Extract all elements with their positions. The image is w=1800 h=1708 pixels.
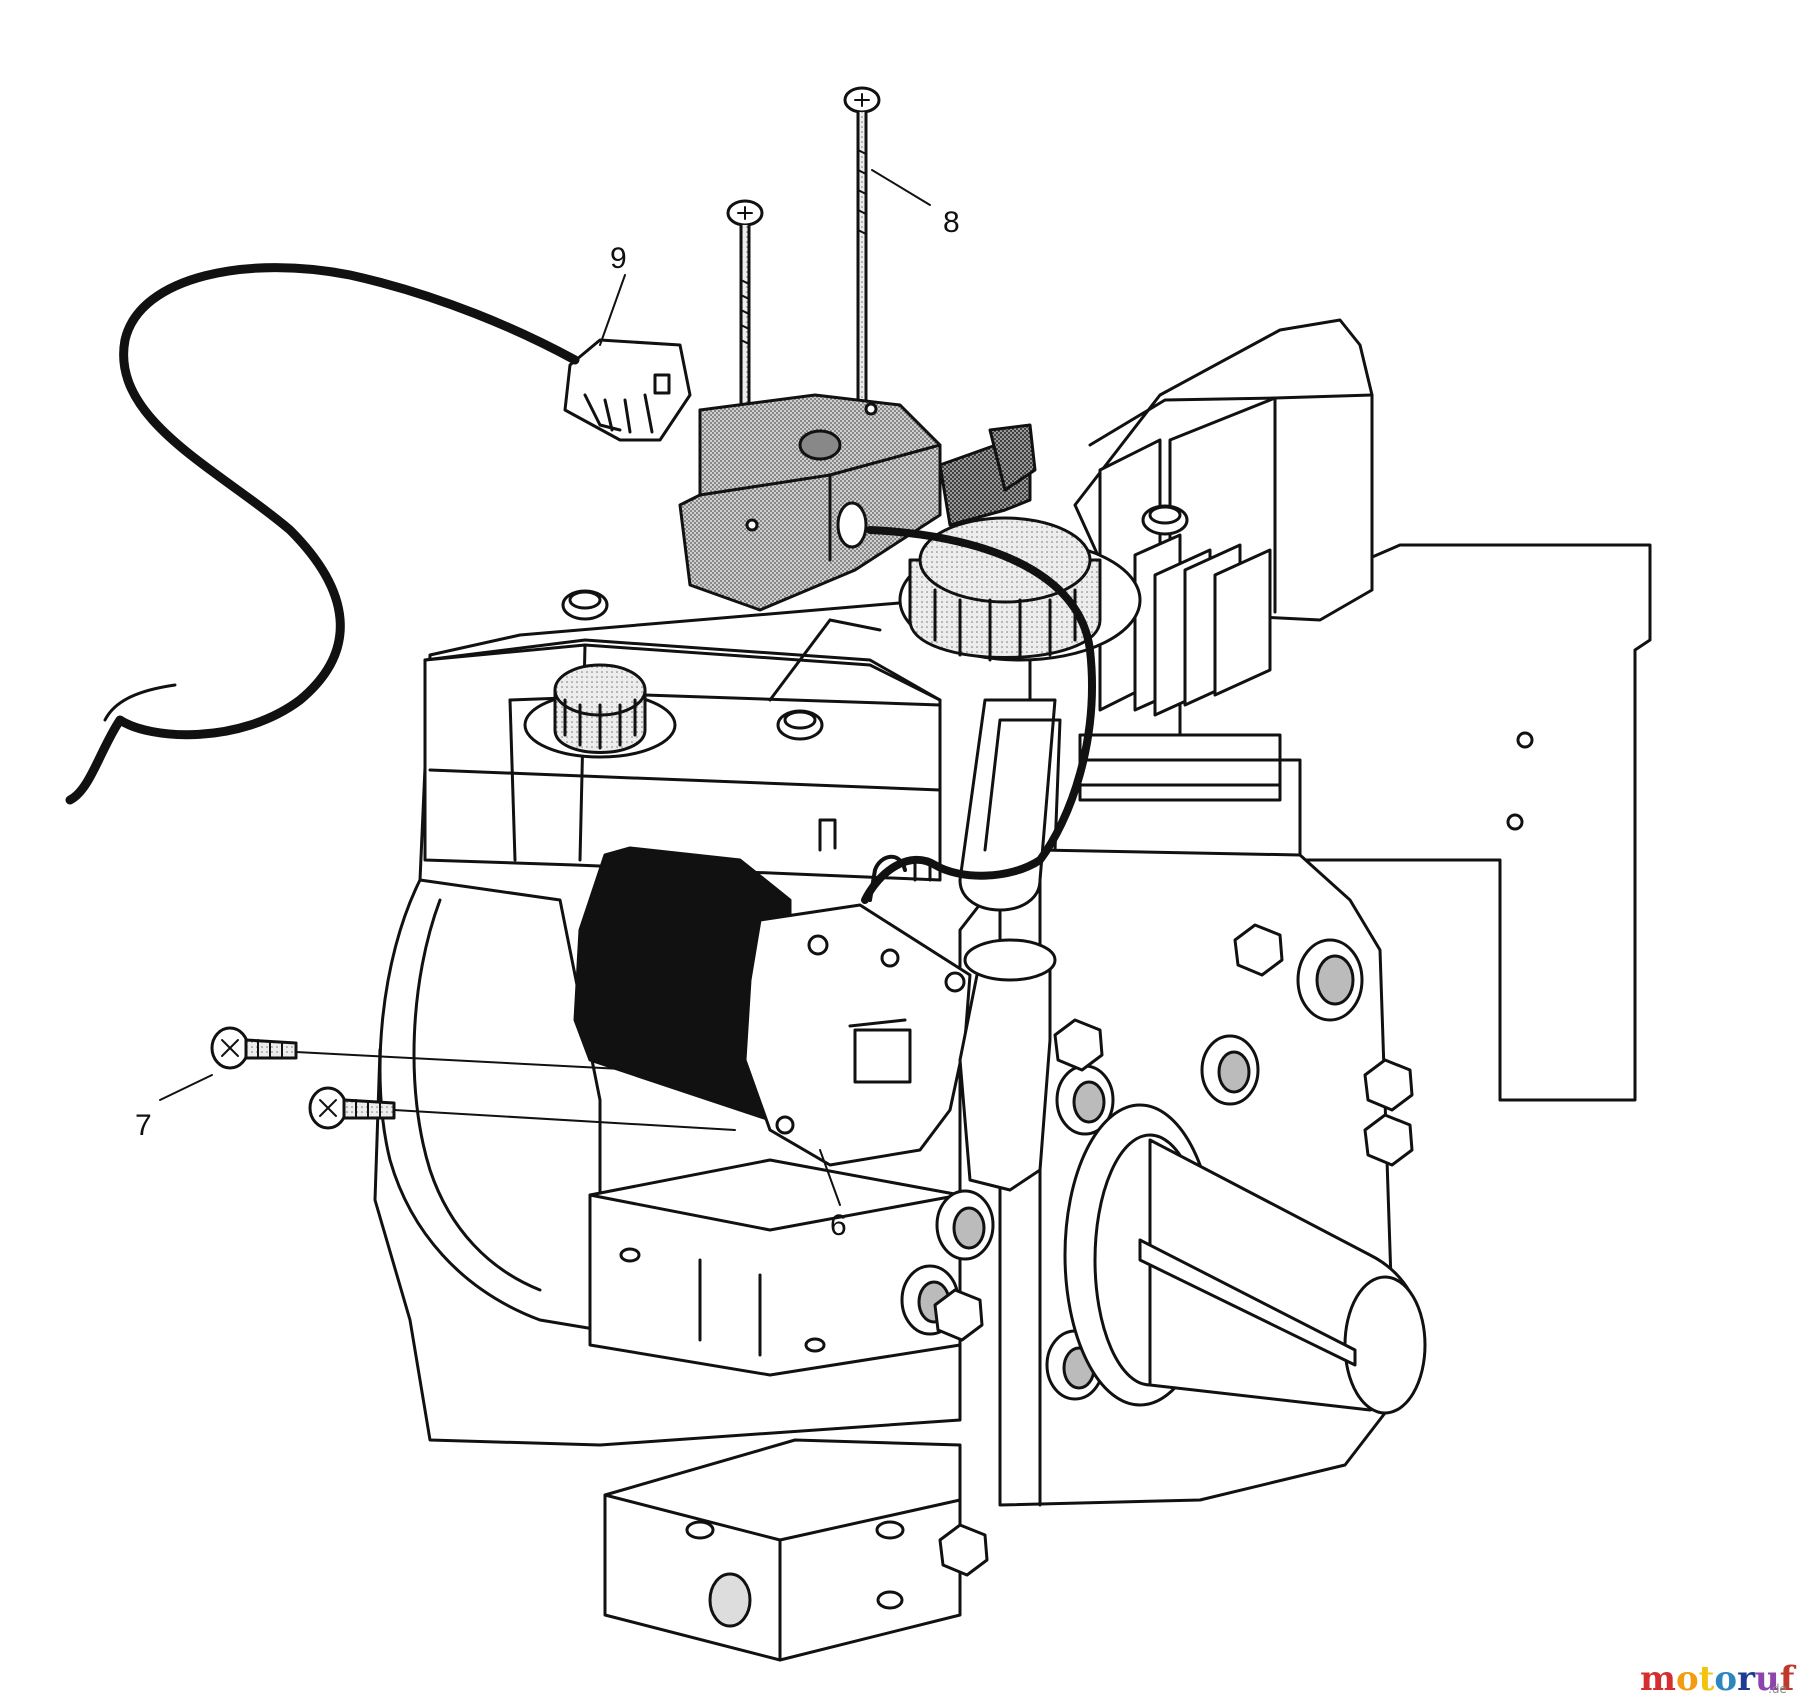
- cord-plug: [563, 338, 692, 442]
- heater-junction-box: [678, 393, 942, 612]
- dipstick-tube: [983, 718, 1062, 852]
- boss: [1055, 1064, 1115, 1136]
- svg-text:motoruf: motoruf: [1640, 1659, 1797, 1699]
- fuel-cap: [523, 663, 677, 759]
- boss: [935, 1189, 995, 1261]
- frame-hole: [1506, 813, 1524, 831]
- alignment-line: [295, 1051, 641, 1071]
- leader-6: [819, 1149, 841, 1206]
- mounting-base: [588, 1158, 962, 1662]
- watermark-letter: f: [1780, 1659, 1797, 1699]
- flywheel-housing: [378, 878, 602, 1332]
- fuel-tank: [423, 638, 942, 882]
- boss: [1296, 938, 1364, 1022]
- cover-bolt: [1053, 1018, 1104, 1072]
- starter-lead: [868, 854, 907, 902]
- boss: [1200, 1034, 1260, 1106]
- screw-7b: [308, 1086, 396, 1130]
- cover-bolt: [1233, 923, 1284, 977]
- elbow-fitting: [938, 423, 1037, 527]
- starter-wire: [861, 526, 1096, 904]
- watermark-letter: o: [1714, 1659, 1737, 1699]
- starter-motor: [573, 818, 972, 1167]
- cover-bolt: [1363, 1113, 1414, 1167]
- frame-hole: [1516, 731, 1534, 749]
- callout-6: 6: [830, 1209, 847, 1242]
- callout-7: 7: [135, 1109, 152, 1142]
- watermark-letter: m: [1640, 1659, 1676, 1699]
- watermark-letter: u: [1755, 1659, 1780, 1699]
- screw-7a: [210, 1026, 298, 1070]
- cover-bolt: [1363, 1058, 1414, 1112]
- screw-8b: [843, 86, 881, 407]
- leader-7: [159, 1074, 213, 1101]
- callout-8: 8: [943, 206, 960, 239]
- block-bolt: [776, 709, 824, 741]
- leader-8: [871, 169, 931, 206]
- callout-9: 9: [610, 242, 627, 275]
- cover-bolt: [933, 1288, 984, 1342]
- alignment-line: [393, 1109, 736, 1131]
- watermark-letter: o: [1676, 1659, 1699, 1699]
- block-bolt: [561, 589, 609, 621]
- leader-9: [599, 274, 626, 346]
- output-shaft: [1063, 1103, 1427, 1415]
- svg-text:.de: .de: [1768, 1682, 1787, 1696]
- cooling-fins: [1078, 438, 1282, 802]
- watermark-letter: t: [1699, 1659, 1715, 1699]
- watermark-letter: r: [1737, 1659, 1756, 1699]
- carburetor: [958, 958, 1052, 1192]
- block-bolt: [1141, 504, 1189, 536]
- power-cord: [65, 263, 580, 805]
- watermark-logo: motoruf .de: [1640, 1659, 1797, 1699]
- cover-bolt: [938, 1523, 989, 1577]
